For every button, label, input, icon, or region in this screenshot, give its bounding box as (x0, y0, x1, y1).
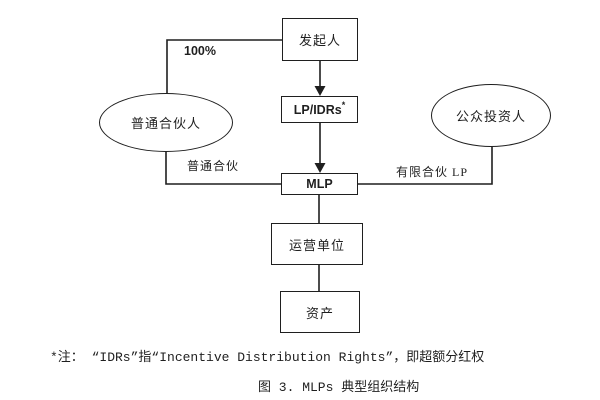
footnote-idrs: *注： “IDRs”指“Incentive Distribution Right… (50, 350, 485, 365)
node-sponsor-label: 发起人 (298, 33, 341, 48)
edge-general-partner-to-mlp (165, 151, 281, 185)
edge-label-100-percent: 100% (184, 44, 216, 58)
node-operating-unit: 运营单位 (271, 223, 363, 265)
node-assets-label: 资产 (305, 305, 334, 321)
figure-caption: 图 3. MLPs 典型组织结构 (258, 380, 420, 395)
node-operating-unit-label: 运营单位 (288, 237, 345, 253)
arrowhead-mlp (314, 163, 326, 173)
node-assets: 资产 (280, 291, 360, 333)
edge-public-investors-to-mlp (358, 147, 493, 185)
node-general-partner: 普通合伙人 (99, 93, 233, 152)
node-public-investors-label: 公众投资人 (455, 109, 526, 124)
edge-sponsor-to-general-partner (166, 39, 282, 94)
arrowhead-lpidrs (314, 86, 326, 96)
node-sponsor: 发起人 (282, 18, 358, 61)
edge-label-limited-partnership: 有限合伙 LP (396, 165, 469, 179)
node-general-partner-label: 普通合伙人 (130, 116, 201, 131)
edge-label-general-partnership: 普通合伙 (187, 159, 240, 173)
node-mlp-label: MLP (306, 177, 333, 191)
node-public-investors: 公众投资人 (431, 84, 551, 147)
node-lp-idrs-label: LP/IDRs* (293, 99, 346, 117)
lp-idrs-footnote-marker: * (341, 99, 346, 110)
node-lp-idrs: LP/IDRs* (281, 96, 358, 123)
node-mlp: MLP (281, 173, 358, 195)
